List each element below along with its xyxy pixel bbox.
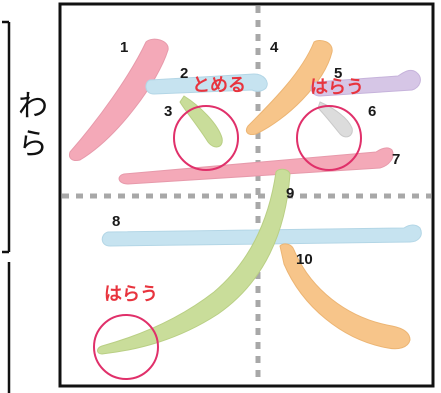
left-frame-edge xyxy=(2,20,11,393)
reading-char-2: ら xyxy=(18,127,48,162)
stroke-number-5: 5 xyxy=(334,65,342,82)
harau-label-top: はらう xyxy=(310,77,364,98)
stroke-number-8: 8 xyxy=(112,213,120,230)
stroke-number-7: 7 xyxy=(392,151,400,168)
stroke-1 xyxy=(69,38,169,161)
tomeru-label: とめる xyxy=(192,75,246,96)
stroke-9 xyxy=(97,168,291,355)
kanji-reading: わ ら xyxy=(16,88,50,164)
stroke-4 xyxy=(245,39,333,135)
stroke-number-6: 6 xyxy=(368,103,376,120)
tome-circle xyxy=(173,105,239,171)
stroke-order-diagram: 1 2 3 4 5 6 7 8 9 10 とめる はらう はらう xyxy=(58,2,435,388)
stroke-2 xyxy=(145,73,268,95)
stroke-number-3: 3 xyxy=(164,103,172,120)
stroke-10 xyxy=(279,243,411,350)
stroke-7 xyxy=(118,147,394,185)
stroke-5 xyxy=(310,69,421,97)
harai-circle-bottom xyxy=(93,314,159,380)
stroke-number-2: 2 xyxy=(180,65,188,82)
stroke-number-10: 10 xyxy=(296,251,313,268)
stroke-6 xyxy=(317,101,353,138)
stroke-3 xyxy=(179,95,223,148)
stroke-number-9: 9 xyxy=(286,185,294,202)
reading-char-1: わ xyxy=(18,89,48,124)
stroke-number-4: 4 xyxy=(270,39,279,56)
harau-label-bottom: はらう xyxy=(104,284,158,305)
kanji-stroke-svg: 1 2 3 4 5 6 7 8 9 10 とめる はらう はらう xyxy=(58,2,435,388)
stroke-number-1: 1 xyxy=(120,39,128,56)
harai-circle-top xyxy=(296,105,362,171)
